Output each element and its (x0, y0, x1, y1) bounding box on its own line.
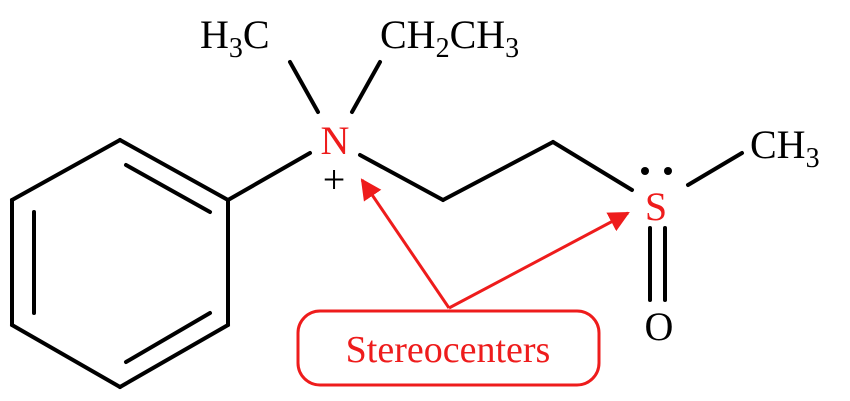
callout-box (296, 309, 601, 387)
bond-s-methyl (686, 151, 744, 187)
positive-charge: + (323, 157, 346, 202)
methyl-right-label: CH3 (750, 122, 820, 174)
ethyl-label: CH2CH3 (380, 12, 519, 64)
ring-bond (10, 323, 122, 389)
ring-bond (10, 138, 122, 202)
nitrogen-atom: N (321, 118, 350, 163)
bond-c1-c2 (441, 140, 555, 202)
chain-bonds (226, 60, 744, 302)
lone-pair (641, 167, 672, 175)
ring-bond (118, 323, 230, 389)
ring-double-bond (124, 311, 212, 364)
bond-n-ethyl (350, 60, 382, 114)
bond-n-c1 (358, 153, 445, 202)
benzene-ring (10, 138, 230, 389)
bond-n-methyl (288, 60, 320, 114)
ring-double-bond (124, 163, 212, 214)
sulfur-atom: S (645, 184, 667, 229)
arrow-to-nitrogen (360, 178, 451, 309)
arrow-to-sulfur (448, 211, 630, 310)
bond-c2-s (551, 140, 634, 192)
callout-label: Stereocenters (346, 329, 551, 371)
bond-ring-n (226, 151, 312, 202)
methyl-left-label: H3C (200, 12, 270, 64)
oxygen-atom: O (645, 304, 674, 349)
ring-bond (118, 138, 230, 202)
stereocenter-arrows (360, 178, 630, 310)
